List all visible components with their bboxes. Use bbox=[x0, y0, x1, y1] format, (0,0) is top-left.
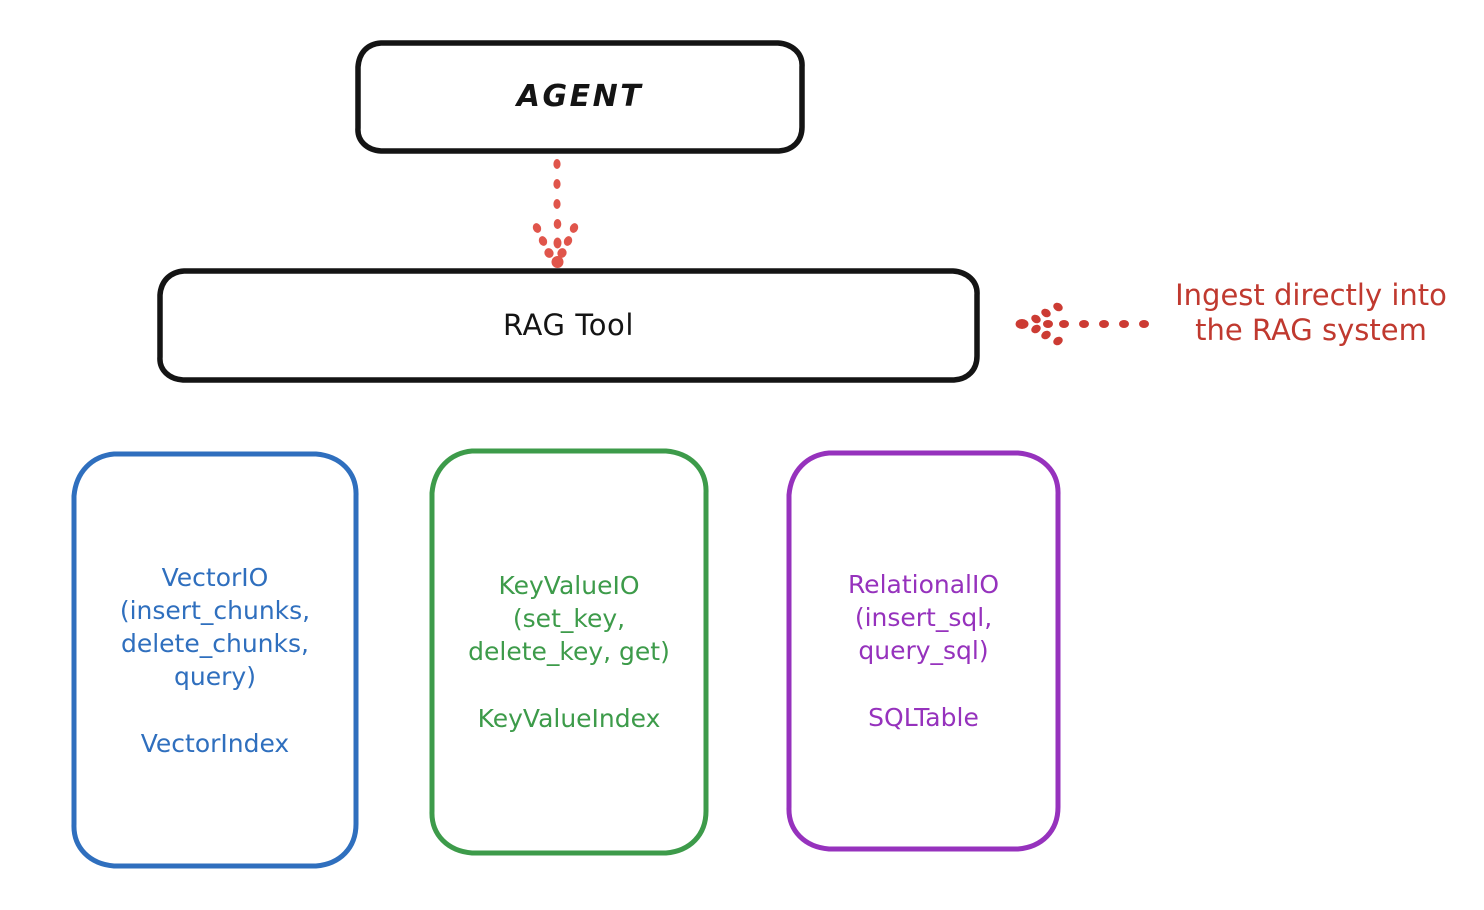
rag-tool-node-label: RAG Tool bbox=[502, 308, 635, 343]
agent-node-label: AGENT bbox=[516, 79, 644, 115]
vector-io-node[interactable]: VectorIO (insert_chunks, delete_chunks, … bbox=[70, 450, 360, 870]
key-value-io-index-label: KeyValueIndex bbox=[477, 704, 661, 733]
rag-tool-node[interactable]: RAG Tool bbox=[157, 268, 980, 383]
key-value-io-api-label: KeyValueIO (set_key, delete_key, get) bbox=[468, 571, 670, 666]
agent-node[interactable]: AGENT bbox=[355, 40, 805, 154]
key-value-io-node[interactable]: KeyValueIO (set_key, delete_key, get) Ke… bbox=[428, 447, 710, 857]
vector-io-api-label: VectorIO (insert_chunks, delete_chunks, … bbox=[119, 562, 311, 691]
ingest-annotation: Ingest directly into the RAG system bbox=[1146, 278, 1476, 349]
relational-io-node-label: RelationalIO (insert_sql, query_sql) SQL… bbox=[848, 535, 999, 767]
ingest-annotation-line-1: Ingest directly into bbox=[1175, 278, 1447, 312]
ingest-into-rag-arrow bbox=[1015, 302, 1149, 346]
relational-io-node[interactable]: RelationalIO (insert_sql, query_sql) SQL… bbox=[785, 449, 1062, 853]
relational-io-api-label: RelationalIO (insert_sql, query_sql) bbox=[847, 570, 1000, 665]
key-value-io-node-label: KeyValueIO (set_key, delete_key, get) Ke… bbox=[468, 536, 670, 768]
agent-to-rag-tool-arrow bbox=[532, 159, 579, 268]
vector-io-node-label: VectorIO (insert_chunks, delete_chunks, … bbox=[120, 528, 310, 793]
ingest-annotation-line-2: the RAG system bbox=[1195, 313, 1427, 348]
relational-io-index-label: SQLTable bbox=[868, 703, 979, 732]
vector-io-index-label: VectorIndex bbox=[140, 728, 290, 758]
